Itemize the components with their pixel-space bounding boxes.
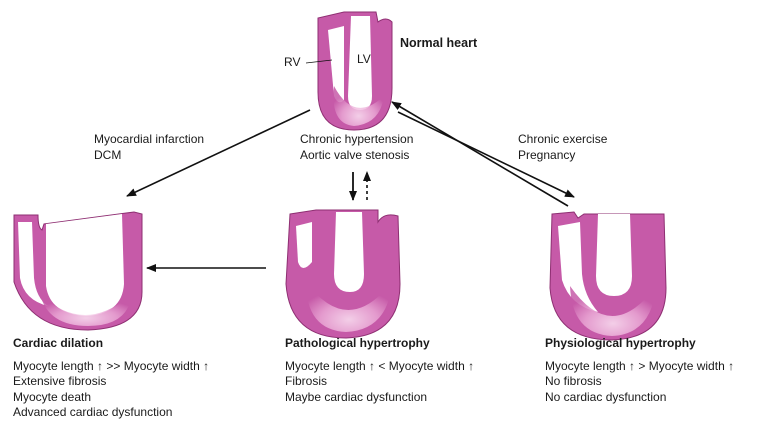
outcome-line: Advanced cardiac dysfunction: [13, 405, 209, 421]
outcome-pathological: Pathological hypertrophy Myocyte length …: [285, 336, 474, 405]
cause-line: Aortic valve stenosis: [300, 148, 413, 164]
cause-center: Chronic hypertension Aortic valve stenos…: [300, 132, 413, 163]
outcome-line: Myocyte length ↑ >> Myocyte width ↑: [13, 359, 209, 375]
normal-heart-shape: [306, 12, 392, 130]
outcome-line: No fibrosis: [545, 374, 734, 390]
cause-line: Chronic exercise: [518, 132, 607, 148]
cause-line: Myocardial infarction: [94, 132, 204, 148]
pathological-hypertrophy-shape: [286, 210, 400, 338]
outcome-line: Myocyte length ↑ > Myocyte width ↑: [545, 359, 734, 375]
rv-label: RV: [284, 55, 300, 70]
cause-line: Pregnancy: [518, 148, 607, 164]
outcome-title: Pathological hypertrophy: [285, 336, 474, 352]
outcome-line: Myocyte death: [13, 390, 209, 406]
cause-line: Chronic hypertension: [300, 132, 413, 148]
outcome-dilation: Cardiac dilation Myocyte length ↑ >> Myo…: [13, 336, 209, 421]
outcome-line: Myocyte length ↑ < Myocyte width ↑: [285, 359, 474, 375]
outcome-line: Extensive fibrosis: [13, 374, 209, 390]
outcome-title: Cardiac dilation: [13, 336, 209, 352]
cause-left: Myocardial infarction DCM: [94, 132, 204, 163]
outcome-line: Fibrosis: [285, 374, 474, 390]
outcome-line: No cardiac dysfunction: [545, 390, 734, 406]
cause-line: DCM: [94, 148, 204, 164]
lv-label: LV: [357, 52, 371, 67]
cardiac-dilation-shape: [14, 212, 142, 330]
outcome-title: Physiological hypertrophy: [545, 336, 734, 352]
normal-heart-title: Normal heart: [400, 36, 477, 51]
outcome-line: Maybe cardiac dysfunction: [285, 390, 474, 406]
outcome-physiological: Physiological hypertrophy Myocyte length…: [545, 336, 734, 405]
physiological-hypertrophy-shape: [550, 212, 666, 340]
cause-right: Chronic exercise Pregnancy: [518, 132, 607, 163]
